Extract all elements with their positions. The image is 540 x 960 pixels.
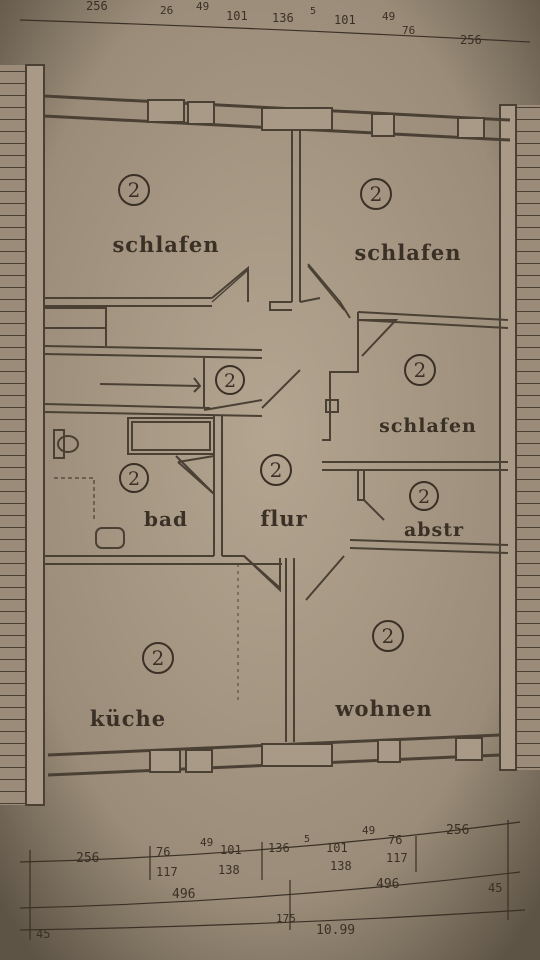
room-name: schlafen <box>112 232 219 257</box>
room-number-circle <box>360 178 392 210</box>
dim-top-3: 101 <box>226 9 248 23</box>
room-number-circle <box>372 620 404 652</box>
room-kueche: 2 küche <box>90 642 174 731</box>
dim-bottom-4: 136 <box>268 841 290 855</box>
room-number: 2 <box>128 178 141 202</box>
dim-total: 10.99 <box>316 923 355 938</box>
dim-bottom-3: 101 <box>220 843 242 857</box>
room-number: 2 <box>418 486 430 508</box>
room-schlafen-3: 2 schlafen <box>379 354 477 437</box>
dim-top-4: 136 <box>272 11 294 25</box>
dimension-lines <box>19 19 531 940</box>
walls <box>25 64 517 806</box>
dim-bottom-8: 76 <box>388 833 402 847</box>
room-name: flur <box>260 506 307 531</box>
room-flur: 2 flur <box>260 454 307 531</box>
dim-top-5: 5 <box>310 6 316 17</box>
room-number-circle <box>119 463 149 493</box>
room-number-circle <box>404 354 436 386</box>
room-number-circle <box>215 365 245 395</box>
room-name: schlafen <box>379 415 477 437</box>
dim-bottom-r3-1: 496 <box>376 877 399 892</box>
dim-top-1: 26 <box>160 4 173 17</box>
room-number-circle <box>118 174 150 206</box>
room-stair: 2 <box>215 365 245 395</box>
dim-bottom-2: 49 <box>200 836 213 849</box>
dim-top-0: 256 <box>86 0 108 13</box>
room-number: 2 <box>370 182 383 206</box>
dim-bottom-1: 76 <box>156 845 170 859</box>
room-number: 2 <box>270 458 283 482</box>
room-wohnen: 2 wohnen <box>334 620 432 721</box>
dim-bottom-r4-1: 175 <box>276 912 296 925</box>
room-name: küche <box>90 706 166 731</box>
dimension-labels-bottom: 256 76 49 101 136 5 101 49 76 256 117 13… <box>36 823 502 941</box>
room-name: wohnen <box>334 696 432 721</box>
room-number-circle <box>409 481 439 511</box>
room-labels: 2 schlafen 2 schlafen 2 schlafen 2 2 bad… <box>90 174 477 731</box>
dimension-labels-top: 256 26 49 101 136 5 101 49 76 256 <box>86 0 482 47</box>
dim-bottom-r2-0: 117 <box>156 865 178 879</box>
brick-wall-right <box>516 105 540 770</box>
room-schlafen-2: 2 schlafen <box>354 178 461 265</box>
brick-wall-left <box>0 65 26 805</box>
dim-bottom-5: 5 <box>304 834 310 845</box>
room-number: 2 <box>224 370 236 392</box>
room-number: 2 <box>128 468 140 490</box>
room-number-circle <box>260 454 292 486</box>
dim-bottom-6: 101 <box>326 841 348 855</box>
dim-bottom-9: 256 <box>446 823 469 838</box>
room-name: abstr <box>404 519 464 541</box>
dim-bottom-r4-0: 45 <box>36 927 50 941</box>
room-bad: 2 bad <box>119 463 188 531</box>
room-number: 2 <box>382 624 395 648</box>
dim-top-8: 76 <box>402 24 415 37</box>
dim-bottom-0: 256 <box>76 851 99 866</box>
room-number: 2 <box>414 358 427 382</box>
dim-bottom-7: 49 <box>362 824 375 837</box>
room-number: 2 <box>152 646 165 670</box>
room-schlafen-1: 2 schlafen <box>112 174 219 257</box>
dim-top-6: 101 <box>334 13 356 27</box>
dim-bottom-r4-2: 45 <box>488 881 502 895</box>
dim-top-7: 49 <box>382 10 395 23</box>
dim-bottom-r2-2: 138 <box>330 859 352 873</box>
dim-top-9: 256 <box>460 33 482 47</box>
dim-bottom-r2-1: 138 <box>218 863 240 877</box>
room-abstr: 2 abstr <box>404 481 464 541</box>
dim-bottom-r2-3: 117 <box>386 851 408 865</box>
room-name: bad <box>144 507 188 531</box>
room-name: schlafen <box>354 240 461 265</box>
dim-top-2: 49 <box>196 0 209 13</box>
room-number-circle <box>142 642 174 674</box>
dim-bottom-r3-0: 496 <box>172 887 195 902</box>
